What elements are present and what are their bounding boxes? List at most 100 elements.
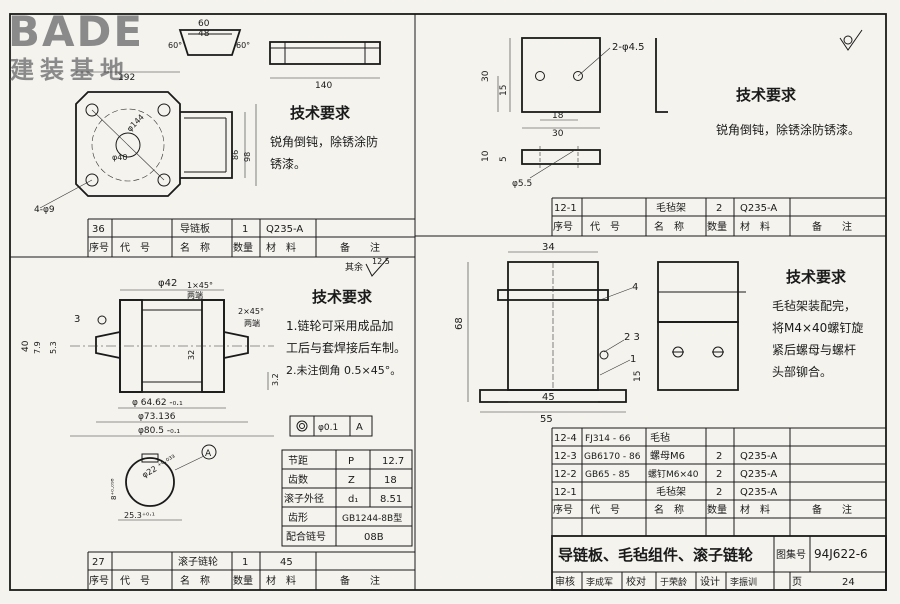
design-name: 李振训 bbox=[730, 576, 757, 588]
tr-note-1: 锐角倒钝，除锈涂防锈漆。 bbox=[716, 122, 860, 137]
spec-label-2: 滚子外径 bbox=[284, 492, 324, 505]
tr-row-material: Q235-A bbox=[740, 203, 777, 214]
ml-dim-53: 5.3 bbox=[49, 341, 58, 354]
dim-angle-60b: 60° bbox=[236, 41, 250, 50]
ml-dim-42: φ42 bbox=[158, 278, 177, 289]
review-label: 审核 bbox=[555, 575, 575, 588]
tr-dim-30b: 30 bbox=[552, 129, 564, 139]
tr-dim-30: 30 bbox=[481, 70, 491, 82]
ml-note-2: 工后与套焊接后车制。 bbox=[286, 340, 406, 355]
mr-h-code: 代 号 bbox=[590, 504, 620, 516]
felt-bracket-drawing bbox=[497, 29, 863, 179]
ml-h-qty: 数量 bbox=[233, 574, 253, 587]
dim-192: 192 bbox=[118, 73, 135, 83]
tl-notes-title: 技术要求 bbox=[290, 104, 351, 122]
tr-h-code: 代 号 bbox=[590, 221, 620, 233]
check-label: 校对 bbox=[626, 575, 646, 588]
tl-note-2: 锈漆。 bbox=[270, 157, 306, 171]
mr-dim-68: 68 bbox=[454, 317, 465, 330]
ml-dim-32: 32 bbox=[187, 350, 196, 360]
ml-tol: φ0.1 bbox=[318, 423, 338, 433]
ml-note-3: 2.未注倒角 0.5×45°。 bbox=[286, 363, 401, 377]
ml-dim-253: 25.3⁺⁰·¹ bbox=[124, 511, 155, 520]
mr-r1-qty: 2 bbox=[716, 451, 722, 462]
mr-r2-material: Q235-A bbox=[740, 469, 777, 480]
tr-h-no: 序号 bbox=[553, 220, 573, 233]
tr-dim-55: φ5.5 bbox=[512, 179, 532, 189]
sprocket-drawing bbox=[70, 257, 389, 521]
title-block bbox=[551, 535, 887, 591]
logo-brand: BADE bbox=[8, 7, 144, 56]
ml-chamfer2: 2×45° bbox=[238, 307, 264, 316]
dim-holes: 4-φ9 bbox=[34, 205, 55, 215]
check-name: 于荣龄 bbox=[660, 576, 687, 588]
spec-label-3: 齿形 bbox=[288, 512, 308, 524]
tl-h-material: 材 料 bbox=[266, 241, 296, 254]
tr-row-no: 12-1 bbox=[554, 203, 577, 214]
bade-logo: BADE 建装基地 bbox=[8, 7, 144, 84]
mr-dim-34: 34 bbox=[542, 242, 555, 253]
page-label: 页 bbox=[792, 576, 802, 588]
atlas-no: 94J622-6 bbox=[814, 547, 868, 561]
felt-assembly-drawing bbox=[467, 251, 746, 413]
tr-notes-title: 技术要求 bbox=[736, 86, 797, 104]
mr-ref-23: 2 3 bbox=[624, 332, 640, 343]
spec-label-0: 节距 bbox=[288, 455, 308, 467]
mr-r3-name: 毛毡架 bbox=[656, 485, 686, 498]
ml-row-material: 45 bbox=[280, 557, 293, 568]
spec-val-3: GB1244-8B型 bbox=[342, 513, 402, 524]
spec-val-1: 18 bbox=[384, 475, 397, 486]
ml-h-name: 名 称 bbox=[180, 574, 210, 587]
tr-h-qty: 数量 bbox=[707, 220, 727, 233]
mr-ref-1: 1 bbox=[630, 354, 636, 365]
dim-86: 86 bbox=[231, 150, 240, 160]
tr-h-remark: 备 注 bbox=[812, 220, 852, 233]
spec-sym-0: P bbox=[348, 456, 354, 467]
tl-note-1: 锐角倒钝，除锈涂防 bbox=[270, 134, 378, 149]
tr-parts-table bbox=[551, 197, 886, 236]
mr-r1-material: Q235-A bbox=[740, 451, 777, 462]
tl-row-name: 导链板 bbox=[180, 222, 210, 235]
mr-h-no: 序号 bbox=[553, 503, 573, 516]
mr-r1-name: 螺母M6 bbox=[650, 450, 685, 462]
ml-h-material: 材 料 bbox=[266, 574, 296, 587]
ml-h-code: 代 号 bbox=[120, 575, 150, 587]
mr-r0-name: 毛毡 bbox=[650, 431, 670, 444]
ml-dim-8: 8⁺⁰·⁰⁹⁸ bbox=[110, 478, 118, 500]
mr-note-2: 将M4×40螺钉旋 bbox=[772, 321, 863, 335]
tr-h-name: 名 称 bbox=[654, 220, 684, 233]
ml-row-qty: 1 bbox=[242, 557, 248, 568]
ml-notes-title: 技术要求 bbox=[312, 288, 373, 306]
tr-row-qty: 2 bbox=[716, 203, 722, 214]
tr-h-material: 材 料 bbox=[740, 220, 770, 233]
mr-h-material: 材 料 bbox=[740, 503, 770, 516]
mr-r2-code: GB65 - 85 bbox=[585, 470, 630, 480]
tr-dim-5: 5 bbox=[499, 156, 509, 162]
sprocket-spec-table bbox=[281, 449, 413, 547]
ml-dim-805: φ80.5 -₀.₁ bbox=[138, 426, 181, 436]
spec-val-4: 08B bbox=[364, 532, 384, 543]
dim-144: φ144 bbox=[125, 113, 146, 134]
ml-h-remark: 备 注 bbox=[340, 574, 380, 587]
ml-ends2: 两端 bbox=[244, 318, 260, 328]
mr-r3-qty: 2 bbox=[716, 487, 722, 498]
ml-dim-6462: φ 64.62 -₀.₁ bbox=[132, 398, 183, 408]
tr-dim-holes: 2-φ4.5 bbox=[612, 42, 644, 53]
ml-ref3: 3 bbox=[74, 314, 80, 325]
atlas-label: 图集号 bbox=[776, 548, 806, 561]
tl-h-qty: 数量 bbox=[233, 241, 253, 254]
tr-dim-10: 10 bbox=[481, 150, 491, 162]
mr-dim-55: 55 bbox=[540, 414, 553, 425]
ml-dim-79: 7.9 bbox=[33, 341, 42, 354]
mr-ref-4: 4 bbox=[632, 282, 638, 293]
mr-h-name: 名 称 bbox=[654, 503, 684, 516]
ml-note-1: 1.链轮可采用成品加 bbox=[286, 318, 393, 333]
dim-angle-60: 60° bbox=[168, 41, 182, 50]
mr-r2-qty: 2 bbox=[716, 469, 722, 480]
mr-r1-no: 12-3 bbox=[554, 451, 577, 462]
ml-dim-40: 40 bbox=[21, 340, 31, 352]
ml-chamfer1: 1×45° bbox=[187, 281, 213, 290]
mr-r3-material: Q235-A bbox=[740, 487, 777, 498]
